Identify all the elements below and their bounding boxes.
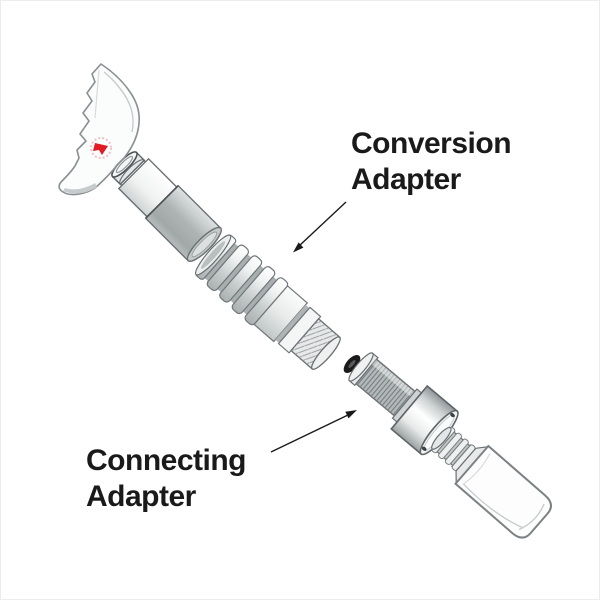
- connecting-adapter-label: Connecting Adapter: [86, 443, 247, 515]
- canister-graphic: [431, 426, 552, 539]
- connecting-label-line1: Connecting: [86, 444, 247, 477]
- o-ring-graphic: [343, 354, 361, 374]
- collar-ring-graphic: [111, 151, 146, 186]
- connecting-arrow: [270, 410, 357, 453]
- drive-shaft-graphic: [111, 151, 222, 262]
- conversion-label-line1: Conversion: [351, 127, 512, 160]
- power-tool-head-graphic: [58, 63, 140, 196]
- conversion-label-line2: Adapter: [351, 163, 461, 196]
- connecting-label-line2: Adapter: [86, 480, 196, 513]
- connecting-adapter-graphic: [348, 352, 459, 456]
- conversion-adapter-label: Conversion Adapter: [351, 126, 512, 198]
- brand-logo-mark: [90, 137, 112, 159]
- conversion-adapter-graphic: [194, 234, 341, 370]
- conversion-arrow: [293, 201, 347, 253]
